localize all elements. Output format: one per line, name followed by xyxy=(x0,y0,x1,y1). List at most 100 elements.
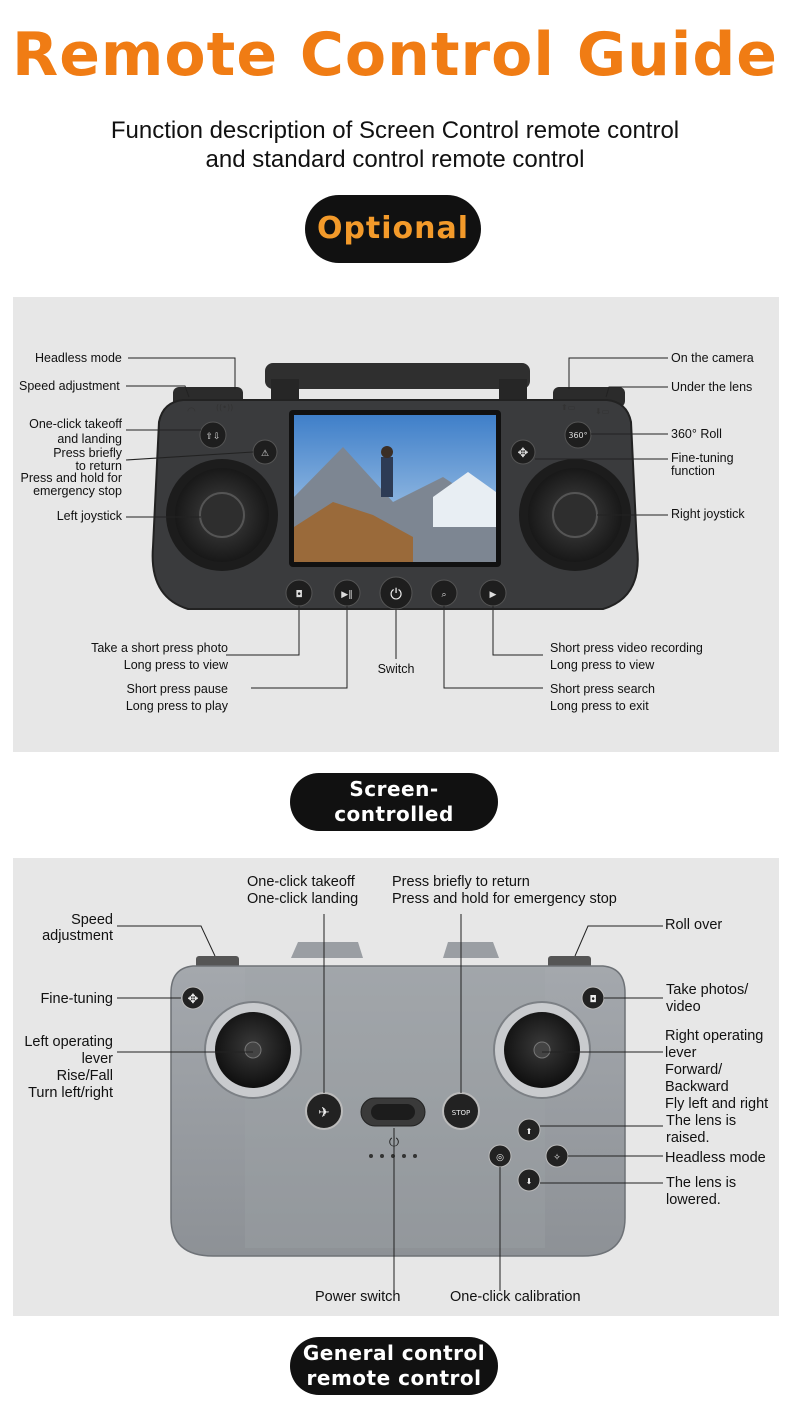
label-roll-over: Roll over xyxy=(665,917,723,933)
page-title: Remote Control Guide xyxy=(12,20,778,90)
signal-icon: ((•)) xyxy=(216,403,233,412)
label-search: Short press search Long press to exit xyxy=(550,681,655,715)
photo-video-button[interactable]: ◘ xyxy=(581,986,605,1010)
camera-icon: ◘ xyxy=(295,590,302,600)
move-arrows-icon: ✥ xyxy=(518,446,529,461)
label-takeoff-general-line-1: One-click takeoff xyxy=(247,874,355,890)
general-caption-line-2: remote control xyxy=(306,1366,482,1390)
roll-shoulder-button[interactable] xyxy=(548,956,591,968)
screen-caption-line-2: remote control xyxy=(306,827,482,851)
left-operating-lever[interactable] xyxy=(204,1001,302,1099)
label-left-lever-line-3: Rise/Fall xyxy=(56,1068,113,1084)
fine-tuning-button-general[interactable]: ✥ xyxy=(181,986,205,1010)
calibration-icon: ◎ xyxy=(496,1153,504,1163)
label-search-line-1: Short press search xyxy=(550,682,655,696)
label-power-switch: Power switch xyxy=(315,1289,401,1305)
takeoff-landing-button-general[interactable]: ✈ xyxy=(305,1092,343,1130)
label-photos-line-1: Take photos/ xyxy=(666,982,749,998)
label-fine-tuning-line-2: function xyxy=(671,464,715,478)
calibration-button[interactable]: ◎ xyxy=(488,1144,512,1168)
headless-icon: ✧ xyxy=(553,1153,561,1163)
label-return-stop: Press briefly to return Press and hold f… xyxy=(13,447,122,497)
label-fine-tuning-line-1: Fine-tuning xyxy=(671,451,734,465)
play-pause-icon: ▶‖ xyxy=(341,590,352,600)
label-return-general-line-2: Press and hold for emergency stop xyxy=(392,891,617,907)
screen-controller-illustration: ◠ ((•)) ⬆▭ ⬇▭ ⇧⇩ ⚠ 360° ✥ ◘ ▶‖ xyxy=(125,357,668,689)
label-right-lever: Right operating lever Forward/ Backward … xyxy=(665,1028,768,1113)
lens-lower-button[interactable]: ⬇ xyxy=(517,1168,541,1192)
camera-icon: ◘ xyxy=(589,995,596,1005)
label-return-general-line-1: Press briefly to return xyxy=(392,874,530,890)
screen-caption-line-1: Screen-controlled xyxy=(334,777,454,826)
label-video-line-1: Short press video recording xyxy=(550,641,703,655)
label-left-lever: Left operating lever Rise/Fall Turn left… xyxy=(13,1034,113,1102)
label-return-line-4: emergency stop xyxy=(33,483,122,498)
controller-screen xyxy=(289,410,501,567)
label-right-lever-line-1: Right operating xyxy=(665,1028,764,1044)
video-button[interactable]: ▶ xyxy=(479,579,507,607)
label-right-lever-line-5: Fly left and right xyxy=(665,1096,769,1112)
roll-360-button[interactable]: 360° xyxy=(564,421,592,449)
label-lens-raised: The lens is raised. xyxy=(666,1113,736,1147)
label-lens-lowered: The lens is lowered. xyxy=(666,1175,736,1209)
label-headless-mode: Headless mode xyxy=(35,351,122,365)
label-under-lens: Under the lens xyxy=(671,380,753,394)
return-stop-button-general[interactable]: STOP xyxy=(442,1092,480,1130)
takeoff-landing-button[interactable]: ⇧⇩ xyxy=(199,421,227,449)
stop-icon: STOP xyxy=(452,1109,470,1117)
general-controller-panel: ✥ ◘ ✈ STOP ⏻ ⬆ ✧ xyxy=(13,858,779,1316)
lens-raise-button[interactable]: ⬆ xyxy=(517,1118,541,1142)
right-operating-lever[interactable] xyxy=(493,1001,591,1099)
page-subtitle: Function description of Screen Control r… xyxy=(0,116,790,174)
label-right-lever-line-2: lever xyxy=(665,1045,697,1061)
label-right-lever-line-3: Forward/ xyxy=(665,1062,723,1078)
move-arrows-icon: ✥ xyxy=(188,992,199,1007)
label-speed-adjustment-general: Speed adjustment xyxy=(13,912,113,944)
label-photos-video: Take photos/ video xyxy=(666,982,748,1016)
label-speed-line-1: Speed xyxy=(71,912,113,928)
label-return-general: Press briefly to return Press and hold f… xyxy=(392,874,617,908)
label-speed-line-2: adjustment xyxy=(42,928,113,944)
pause-play-button[interactable]: ▶‖ xyxy=(333,579,361,607)
label-photo: Take a short press photo Long press to v… xyxy=(13,640,228,674)
general-controller-caption: General control remote control xyxy=(290,1337,498,1395)
screen-controller-panel: ◠ ((•)) ⬆▭ ⬇▭ ⇧⇩ ⚠ 360° ✥ ◘ ▶‖ xyxy=(13,297,779,752)
left-joystick[interactable] xyxy=(166,459,278,571)
label-takeoff-line-1: One-click takeoff xyxy=(29,417,122,431)
label-pause-line-1: Short press pause xyxy=(126,682,228,696)
label-lens-lowered-line-2: lowered. xyxy=(666,1192,721,1208)
label-photo-line-1: Take a short press photo xyxy=(91,641,228,655)
label-return-line-2: to return xyxy=(75,458,122,473)
label-left-lever-line-2: lever xyxy=(81,1051,113,1067)
screen-controller-caption: Screen-controlled remote control xyxy=(290,773,498,851)
subtitle-line-2: and standard control remote control xyxy=(205,146,585,173)
return-stop-button[interactable]: ⚠ xyxy=(252,439,278,465)
photo-button[interactable]: ◘ xyxy=(285,579,313,607)
drone-icon: ✈ xyxy=(318,1105,330,1121)
label-calibration: One-click calibration xyxy=(450,1289,581,1305)
label-left-lever-line-1: Left operating xyxy=(24,1034,113,1050)
general-leader-lines xyxy=(117,914,663,1291)
label-roll-360: 360° Roll xyxy=(671,427,722,441)
general-top-handle xyxy=(291,942,499,958)
label-pause: Short press pause Long press to play xyxy=(13,681,228,715)
label-video: Short press video recording Long press t… xyxy=(550,640,703,674)
lens-down-icon: ⬇ xyxy=(526,1177,533,1186)
speed-shoulder-button[interactable] xyxy=(196,956,239,968)
label-photos-line-2: video xyxy=(666,999,701,1015)
fine-tuning-button[interactable]: ✥ xyxy=(510,439,536,465)
label-return-line-3: Press and hold for xyxy=(20,471,122,485)
label-lens-raised-line-2: raised. xyxy=(666,1130,710,1146)
label-pause-line-2: Long press to play xyxy=(125,699,228,713)
general-controller-illustration: ✥ ◘ ✈ STOP ⏻ ⬆ ✧ xyxy=(117,914,663,1291)
search-button[interactable]: ⌕ xyxy=(430,579,458,607)
warning-icon: ⚠ xyxy=(261,449,269,459)
power-switch-slider[interactable]: ⏻ xyxy=(360,1097,426,1150)
label-search-line-2: Long press to exit xyxy=(550,699,649,713)
label-takeoff-general-line-2: One-click landing xyxy=(247,891,359,907)
roll-360-icon: 360° xyxy=(568,431,587,440)
label-lens-raised-line-1: The lens is xyxy=(666,1113,737,1129)
label-return-line-1: Press briefly xyxy=(53,446,122,460)
power-switch-button[interactable]: ⏻ xyxy=(379,576,413,610)
headless-mode-button[interactable]: ✧ xyxy=(545,1144,569,1168)
